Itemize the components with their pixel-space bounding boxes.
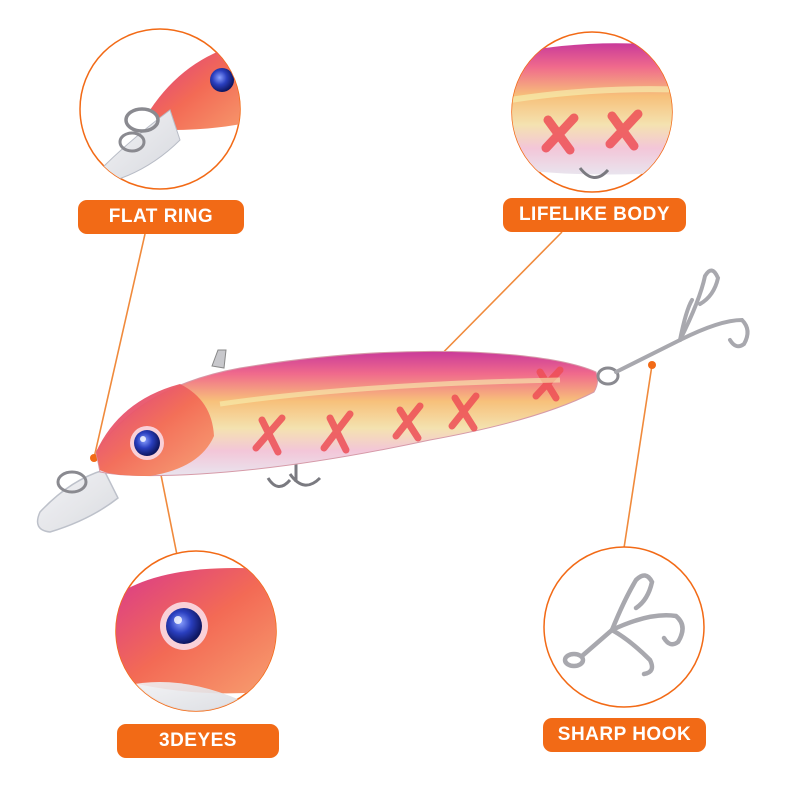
fishing-lure [36,268,750,533]
inset-flat-ring [79,28,241,190]
callout-lifelike-body: LIFELIKE BODY [503,198,686,232]
callout-flat-ring: FLAT RING [78,200,244,234]
inset-lifelike-body [511,31,673,193]
inset-sharp-hook [543,546,705,708]
callout-sharp-hook: SHARP HOOK [543,718,706,752]
inset-3d-eyes [115,550,277,712]
callout-3d-eyes: 3DEYES [117,724,279,758]
